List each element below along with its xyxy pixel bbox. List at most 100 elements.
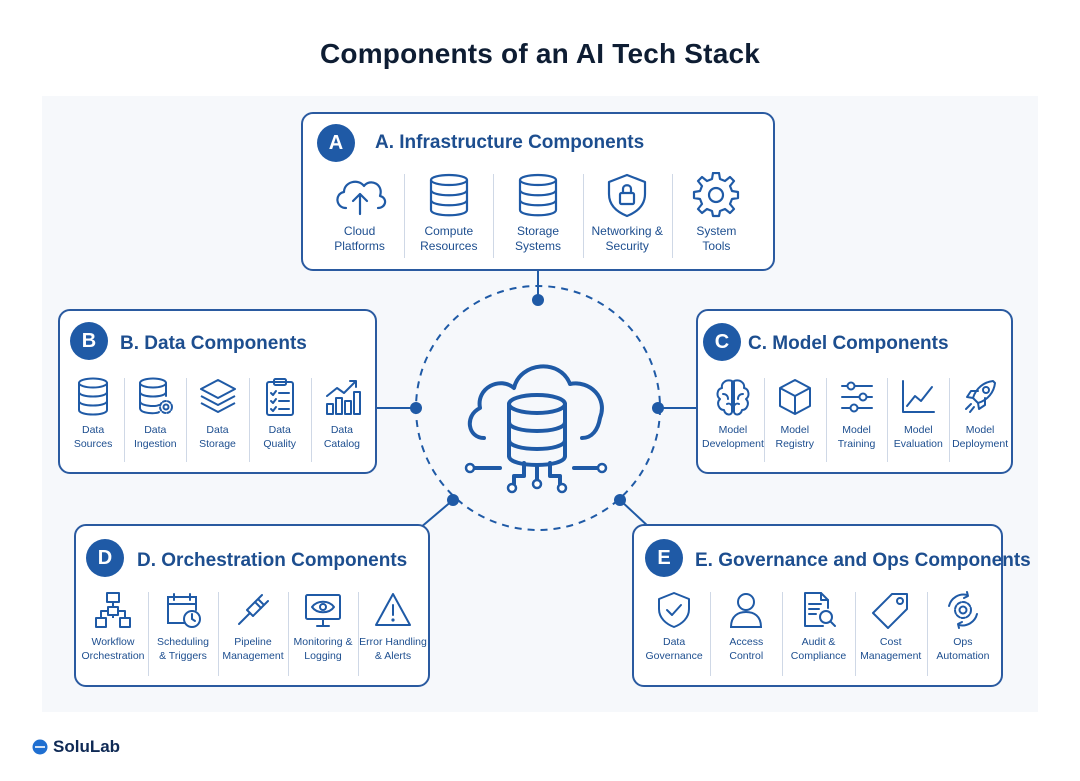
- item-label: Audit &Compliance: [790, 636, 847, 662]
- item-networking-security: Networking &Security: [582, 172, 672, 260]
- node-dot-b: [410, 402, 422, 414]
- section-title-d: D. Orchestration Components: [137, 550, 408, 571]
- tag-icon: [871, 593, 908, 629]
- connector-e: [619, 499, 651, 529]
- section-badge-c: C: [703, 323, 741, 361]
- node-dot-e: [614, 494, 626, 506]
- item-scheduling-triggers: Scheduling& Triggers: [148, 590, 218, 678]
- shield-check-icon: [658, 592, 691, 628]
- gear-icon: [693, 172, 740, 218]
- shield-lock-icon: [608, 173, 647, 218]
- line-chart-icon: [902, 380, 936, 413]
- cloud-upload-icon: [335, 180, 386, 216]
- section-badge-a: A: [317, 124, 355, 162]
- node-dot-d: [447, 494, 459, 506]
- section-title-e: E. Governance and Ops Components: [695, 550, 1031, 571]
- brand-name: SoluLab: [53, 737, 121, 756]
- item-label: Monitoring &Logging: [293, 636, 353, 662]
- bar-chart-icon: [325, 380, 361, 415]
- item-monitoring-logging: Monitoring &Logging: [288, 590, 358, 678]
- rocket-icon: [965, 380, 997, 413]
- document-search-icon: [803, 592, 836, 627]
- solulab-logo: SoluLab: [32, 737, 120, 757]
- layers-icon: [199, 379, 236, 413]
- plug-icon: [238, 594, 269, 625]
- node-dot-a: [532, 294, 544, 306]
- section-title-c: C. Model Components: [748, 333, 949, 354]
- section-badge-d: D: [86, 539, 124, 577]
- workflow-icon: [95, 592, 131, 628]
- section-badge-e: E: [645, 539, 683, 577]
- cloud-database-icon: [464, 364, 608, 494]
- item-label: Networking &Security: [591, 224, 663, 253]
- node-dot-c: [652, 402, 664, 414]
- item-label: Scheduling& Triggers: [157, 636, 209, 662]
- monitor-eye-icon: [305, 594, 341, 627]
- database-icon: [518, 173, 558, 217]
- item-error-handling-alerts: Error Handling& Alerts: [358, 590, 428, 678]
- page-title: Components of an AI Tech Stack: [319, 38, 761, 69]
- calendar-clock-icon: [167, 593, 201, 628]
- item-audit-compliance: Audit &Compliance: [782, 590, 854, 678]
- cube-icon: [778, 379, 811, 415]
- item-label: Error Handling& Alerts: [359, 636, 427, 662]
- warning-icon: [375, 593, 411, 626]
- database-icon: [429, 173, 468, 217]
- section-badge-b: B: [70, 322, 108, 360]
- section-title-a: A. Infrastructure Components: [375, 132, 645, 153]
- clipboard-check-icon: [265, 378, 294, 416]
- database-gear-icon: [139, 377, 174, 415]
- solulab-logo-icon: [32, 739, 48, 755]
- connector-d: [419, 499, 454, 529]
- user-icon: [730, 593, 763, 628]
- database-icon: [78, 377, 109, 416]
- sliders-icon: [840, 381, 873, 413]
